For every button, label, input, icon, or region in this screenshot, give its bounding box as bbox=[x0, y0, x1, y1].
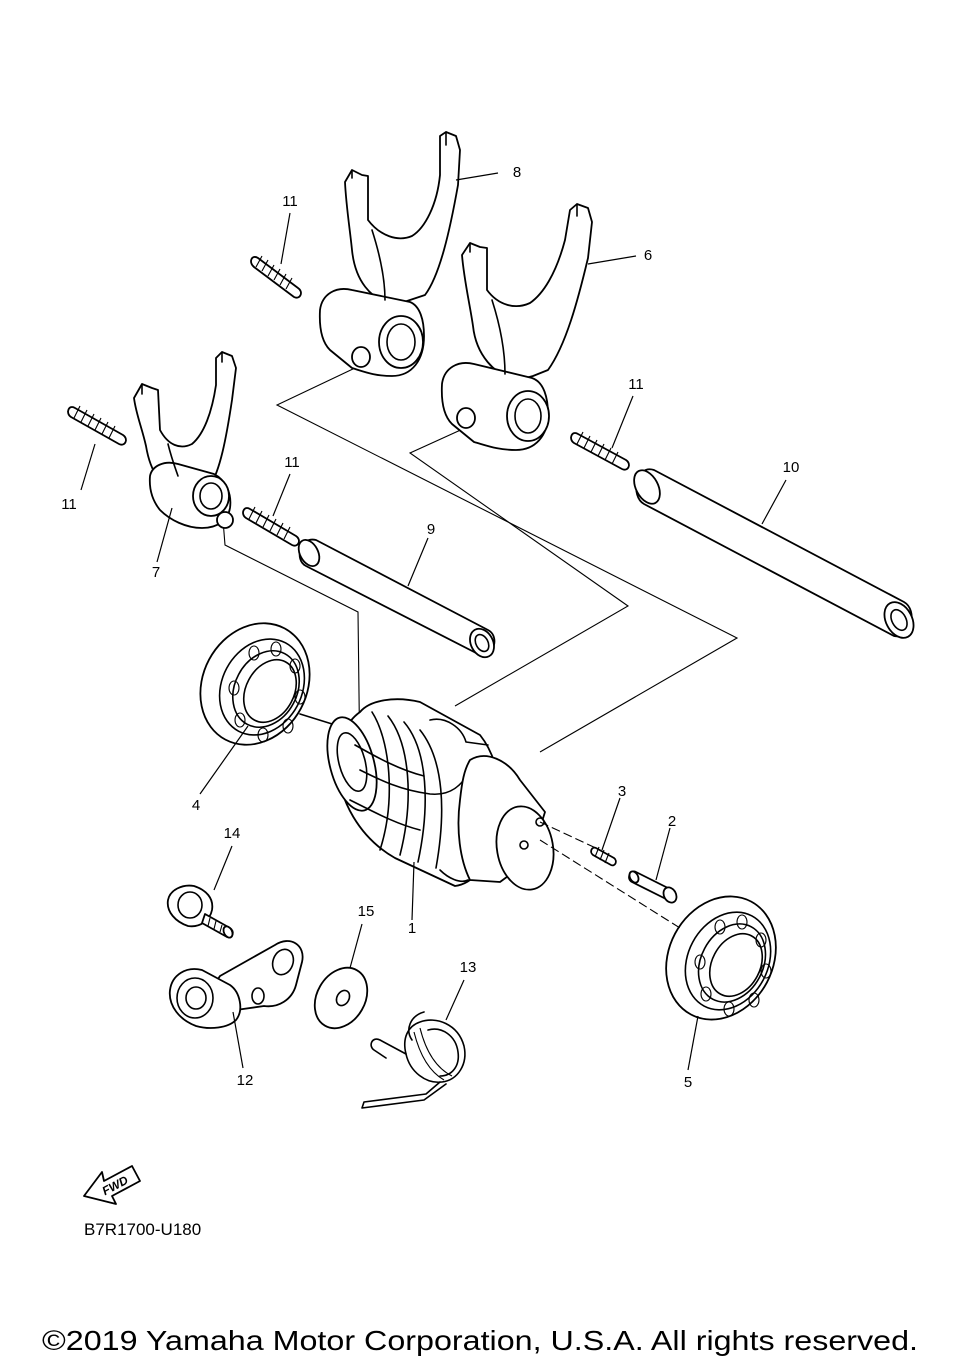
leader-lines bbox=[80, 172, 787, 1071]
label-part-12: 12 bbox=[237, 1072, 254, 1089]
spring-11-left bbox=[67, 405, 127, 446]
spring-11-top bbox=[250, 255, 302, 299]
guide-bar-9 bbox=[297, 538, 496, 659]
fwd-arrow-icon: FWD bbox=[83, 1165, 141, 1205]
label-part-2: 2 bbox=[668, 813, 676, 830]
stopper-lever-12 bbox=[168, 940, 304, 1029]
label-part-7: 7 bbox=[152, 564, 160, 581]
label-part-15: 15 bbox=[358, 903, 375, 920]
shift-fork-6 bbox=[440, 203, 593, 451]
diagram-code: B7R1700-U180 bbox=[84, 1220, 201, 1239]
shift-drum-1 bbox=[299, 698, 555, 891]
label-part-13: 13 bbox=[460, 959, 477, 976]
label-part-9: 9 bbox=[427, 521, 435, 538]
label-part-6: 6 bbox=[644, 247, 652, 264]
washer-15 bbox=[313, 966, 369, 1030]
bearing-5 bbox=[665, 895, 777, 1021]
spring-3 bbox=[590, 846, 617, 867]
pin-2 bbox=[628, 870, 678, 904]
shift-fork-7 bbox=[133, 351, 237, 529]
label-part-3: 3 bbox=[618, 783, 626, 800]
torsion-spring-13 bbox=[361, 1011, 466, 1109]
label-part-11-right: 11 bbox=[628, 376, 644, 393]
assembly-guide-lines bbox=[222, 367, 739, 776]
copyright-notice: ©2019 Yamaha Motor Corporation, U.S.A. A… bbox=[42, 1325, 918, 1356]
label-part-5: 5 bbox=[684, 1074, 692, 1091]
spring-11-mid bbox=[242, 506, 300, 547]
label-part-11-left: 11 bbox=[61, 496, 77, 513]
part-number-labels: 8 6 11 11 11 11 10 9 7 4 3 2 14 15 1 13 … bbox=[61, 164, 799, 1091]
guide-bar-10 bbox=[633, 468, 915, 639]
label-part-11-top: 11 bbox=[282, 193, 298, 210]
label-part-14: 14 bbox=[224, 825, 241, 842]
label-part-10: 10 bbox=[783, 459, 800, 476]
label-part-11-mid: 11 bbox=[284, 454, 300, 471]
label-part-8: 8 bbox=[513, 164, 521, 181]
label-part-4: 4 bbox=[192, 797, 200, 814]
spring-11-right bbox=[570, 431, 630, 471]
bearing-4 bbox=[199, 622, 311, 746]
label-part-1: 1 bbox=[408, 920, 416, 937]
shift-fork-8 bbox=[318, 131, 461, 377]
bolt-14 bbox=[166, 884, 234, 939]
